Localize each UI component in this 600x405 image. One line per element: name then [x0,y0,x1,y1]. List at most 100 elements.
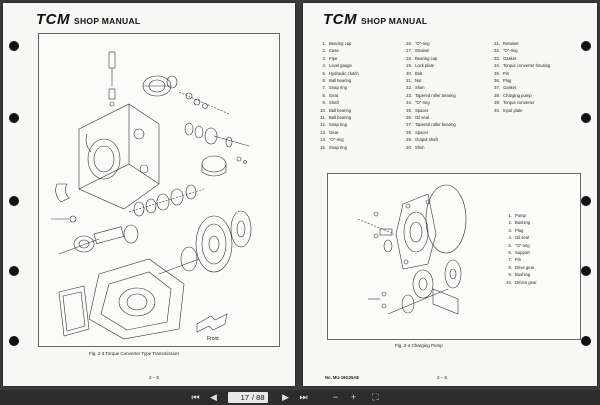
item-name: Bushing [515,272,531,278]
item-name: Input plate [503,107,523,113]
front-label: Front [207,336,219,342]
binder-hole [9,196,19,206]
list-item: 33.Gasket [491,55,550,62]
figure-caption: Fig. 2-4 Charging Pump [395,343,443,348]
item-number: 17. [406,48,412,54]
total-pages: / 88 [252,393,265,402]
zoom-in-icon[interactable]: + [350,392,357,402]
item-name: Bolt [415,70,423,76]
list-item: 26.Oil seal [403,114,456,121]
last-page-icon[interactable]: ⏭ [299,392,308,402]
list-item: 39.Torque converter [491,99,550,106]
item-number: 14. [320,137,326,143]
figure-caption: Fig. 2-3 Torque Converter Type Transmiss… [89,351,179,356]
item-number: 2. [508,220,513,226]
item-name: Case [329,48,339,54]
item-name: Spacer [415,129,429,135]
list-item: 11.Ball bearing [317,114,359,121]
item-number: 28. [406,129,412,135]
binder-hole [9,41,19,51]
item-name: Plug [503,78,512,84]
item-name: Output shaft [415,137,438,143]
item-name: Drive gear [515,264,535,270]
prev-page-icon[interactable]: ◀ [210,392,217,402]
list-item: 27.Tapered roller bearing [403,121,456,128]
brand-logo: TCM [36,11,70,28]
next-page-icon[interactable]: ▶ [282,392,289,402]
item-number: 13. [320,129,326,135]
list-item: 5.Hydraulic clutch [317,70,359,77]
item-name: Snap ring [329,85,347,91]
item-number: 25. [406,107,412,113]
item-number: 10. [506,279,512,285]
item-name: Plug [515,227,524,233]
item-name: Torque converter housing [503,63,551,69]
list-item: 6.Support [503,249,537,256]
item-name: Level gauge [329,63,352,69]
first-page-icon[interactable]: ⏮ [191,392,200,402]
item-number: 6. [322,78,327,84]
transmission-exploded-diagram: Front [51,51,252,342]
list-item: 8.Drive gear [503,264,537,271]
item-number: 1. [508,213,513,218]
brand-logo: TCM [323,11,357,28]
item-number: 20. [406,70,412,76]
item-name: Spacer [415,107,429,113]
item-number: 6. [508,250,513,256]
item-name: Ball bearing [329,78,352,84]
list-item: 6.Ball bearing [317,77,359,84]
item-number: 2. [322,48,327,54]
item-number: 3. [508,227,513,233]
zoom-out-icon[interactable]: − [332,392,339,402]
item-name: Oil seal [515,235,529,241]
item-name: Support [515,250,530,256]
list-item: 4.Level gauge [317,62,359,69]
list-item: 31.Retainer [491,40,550,47]
item-number: 38. [494,92,500,98]
list-item: 4.Oil seal [503,234,537,241]
item-name: Bearing cap [329,41,352,46]
item-number: 4. [508,235,513,241]
list-item: 7.Pin [503,256,537,263]
item-number: 40. [494,107,500,113]
list-item: 14."O"-ring [317,136,359,143]
item-number: 18. [406,55,412,61]
page-indicator[interactable]: 17 / 88 [228,392,268,403]
item-name: Hydraulic clutch [329,70,359,76]
list-item: 29.Output shaft [403,136,456,143]
item-number: 21. [406,78,412,84]
page-number: 2 – 5 [149,375,160,380]
binder-hole [581,266,591,276]
item-number: 37. [494,85,500,91]
list-item: 13.Gear [317,129,359,136]
item-number: 8. [508,264,513,270]
item-name: Gasket [503,85,517,91]
list-item: 9.Bushing [503,271,537,278]
binder-hole [581,336,591,346]
item-name: "O"-ring [415,41,430,46]
current-page-input[interactable]: 17 [240,393,249,402]
item-name: Strainer [415,48,430,54]
item-number: 34. [494,63,500,69]
item-name: Driven gear [515,279,537,285]
item-number: 30. [406,144,412,150]
list-item: 34.Torque converter housing [491,62,550,69]
item-name: Bushing [515,220,531,226]
item-number: 7. [508,257,513,263]
list-item: 36.Plug [491,77,550,84]
fullscreen-icon[interactable]: ⛶ [372,392,379,402]
item-name: Pin [515,257,522,263]
item-name: Snap ring [329,122,347,128]
binder-hole [9,266,19,276]
binder-hole [9,336,19,346]
item-number: 39. [494,100,500,106]
document-number: No. MU-19G25AE [325,375,360,380]
item-number: 5. [322,70,327,76]
binder-hole [9,113,19,123]
list-item: 37.Gasket [491,84,550,91]
list-item: 32."O"-ring [491,47,550,54]
list-item: 18.Bearing cap [403,55,456,62]
left-page: TCM SHOP MANUAL [3,3,295,386]
